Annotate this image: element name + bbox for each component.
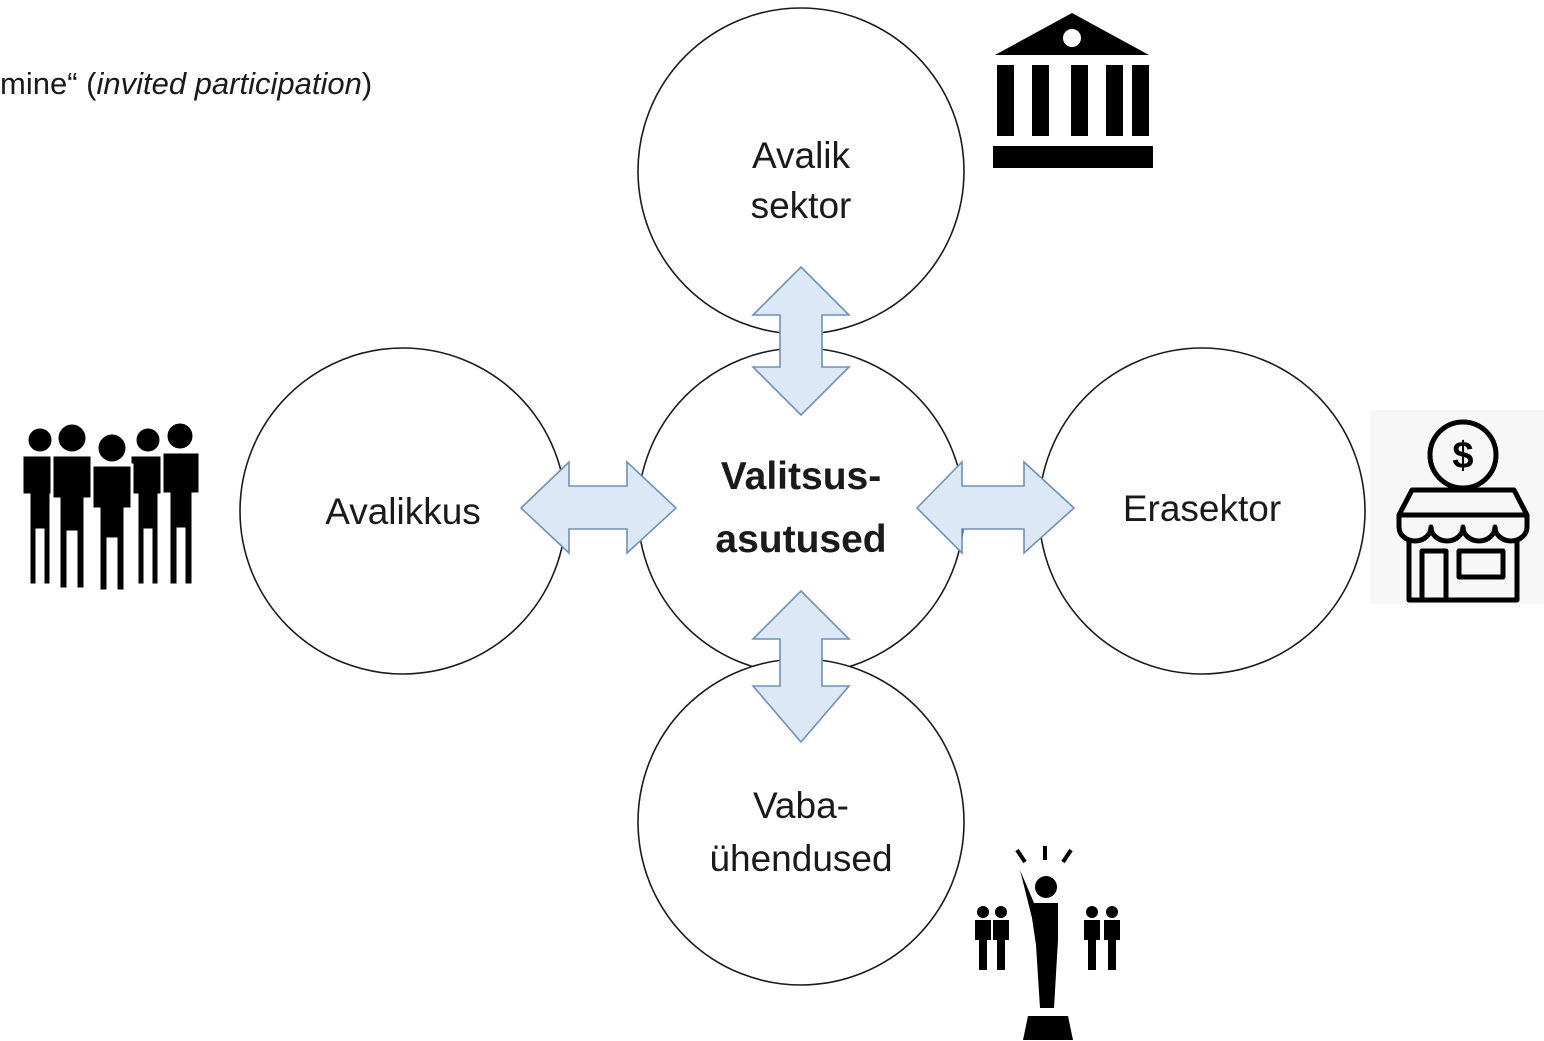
node-center-label-1: Valitsus- <box>721 455 881 498</box>
caption-prefix: mine“ ( <box>0 66 97 101</box>
node-top-label-2: sektor <box>751 185 852 226</box>
government-building-icon <box>993 13 1153 168</box>
svg-text:$: $ <box>1452 435 1473 477</box>
node-left-label: Avalikkus <box>325 491 481 532</box>
leader-speaker-icon <box>975 846 1120 1040</box>
node-top-label-1: Avalik <box>752 135 851 176</box>
node-bottom-label-2: ühendused <box>709 838 892 879</box>
caption-text: mine“ (invited participation) <box>0 66 372 102</box>
arrow-center-right <box>915 460 1076 555</box>
arrow-left-center <box>519 460 678 555</box>
arrow-top-center <box>751 265 851 417</box>
node-bottom-label-1: Vaba- <box>753 785 849 826</box>
shop-dollar-icon: $ <box>1370 410 1544 604</box>
arrow-center-bottom <box>751 589 851 744</box>
caption-suffix: ) <box>361 66 373 101</box>
node-right-label: Erasektor <box>1123 488 1281 529</box>
caption-italic: invited participation <box>96 66 362 101</box>
node-center-label-2: asutused <box>715 518 886 561</box>
crowd-icon <box>20 420 202 593</box>
